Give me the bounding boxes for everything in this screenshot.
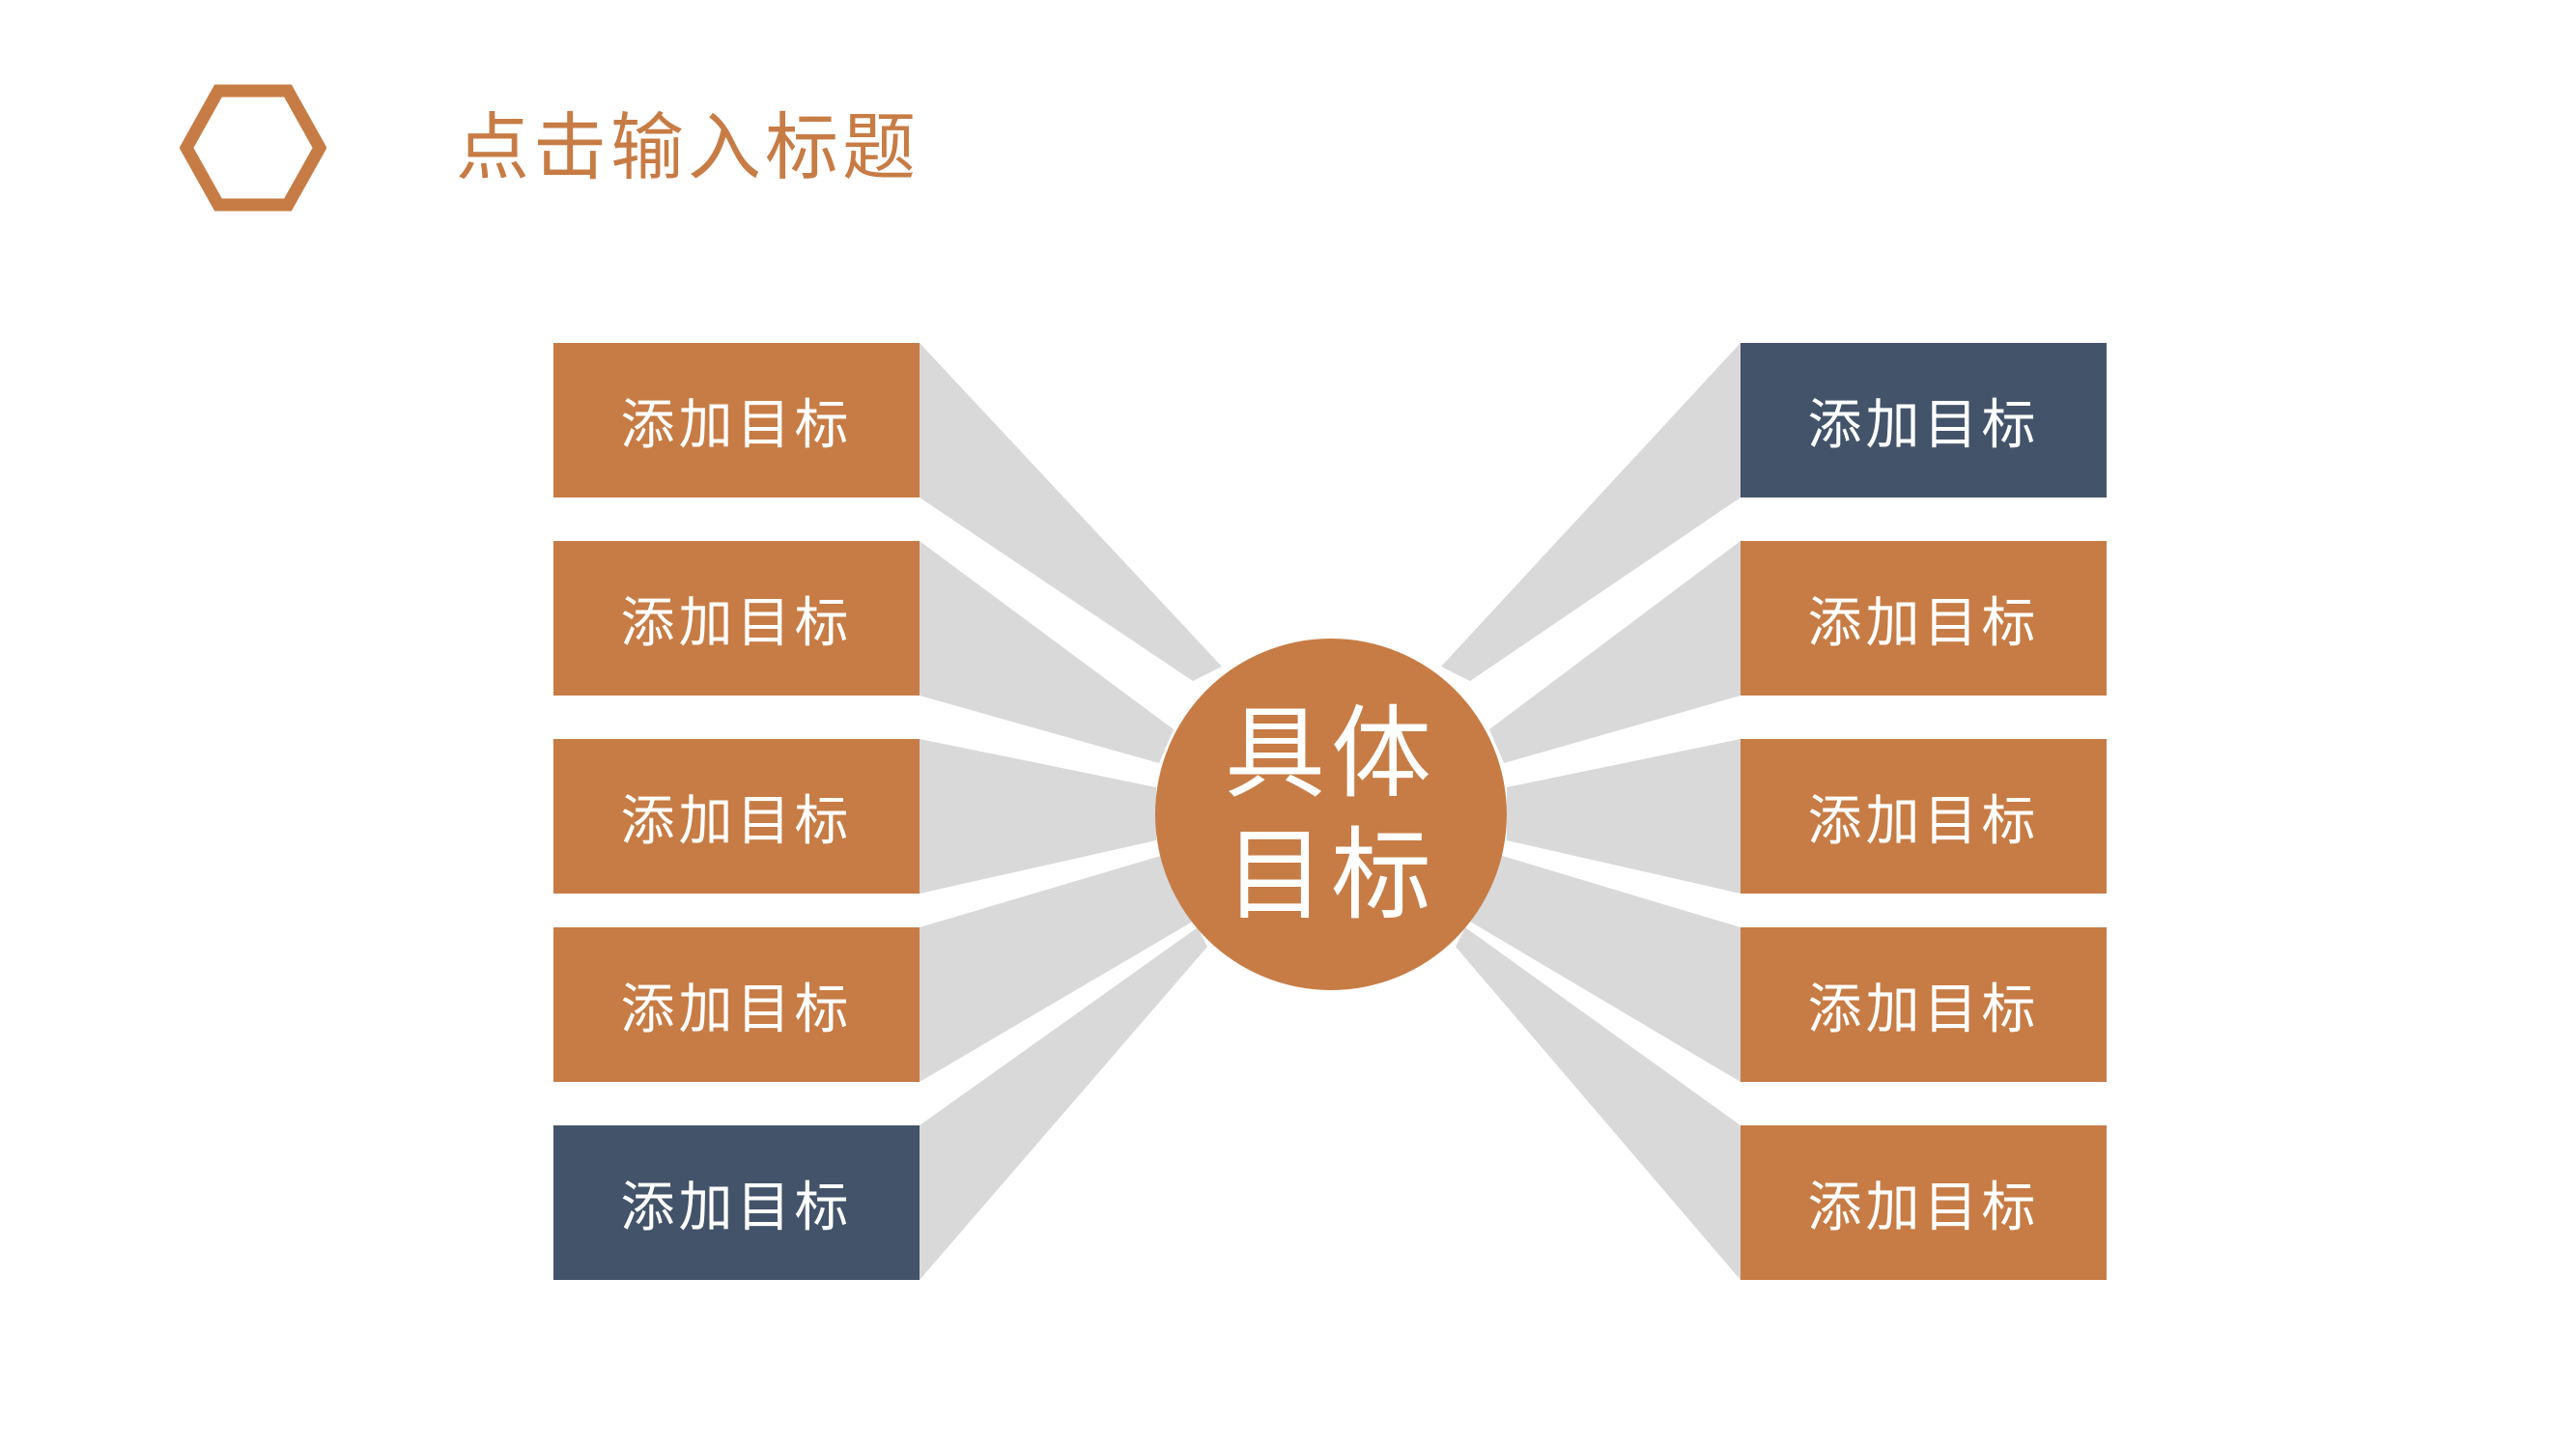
goal-box-right-3[interactable]: 添加目标	[1741, 739, 2107, 894]
goal-label: 添加目标	[620, 591, 853, 655]
connector-ray-7	[1489, 541, 1741, 763]
connector-ray-10	[1456, 927, 1741, 1280]
connector-ray-5	[920, 927, 1207, 1280]
center-goal-circle[interactable]: 具体 目标	[1155, 639, 1507, 990]
center-label-line-2: 目标	[1224, 816, 1437, 934]
goal-box-left-5[interactable]: 添加目标	[553, 1125, 920, 1280]
goal-label: 添加目标	[1807, 978, 2040, 1041]
goal-box-left-2[interactable]: 添加目标	[553, 541, 920, 696]
goal-label: 添加目标	[1807, 591, 2040, 655]
center-label-line-1: 具体	[1224, 695, 1437, 812]
goal-label: 添加目标	[1807, 393, 2040, 457]
goal-box-left-3[interactable]: 添加目标	[553, 739, 920, 894]
connector-ray-3	[920, 739, 1156, 894]
goal-label: 添加目标	[1807, 1176, 2040, 1239]
goal-box-right-5[interactable]: 添加目标	[1741, 1125, 2107, 1280]
connector-ray-1	[920, 343, 1222, 681]
goal-box-right-1[interactable]: 添加目标	[1741, 343, 2107, 497]
goal-box-right-2[interactable]: 添加目标	[1741, 541, 2107, 696]
goal-label: 添加目标	[620, 393, 853, 457]
goal-label: 添加目标	[620, 978, 853, 1041]
goal-label: 添加目标	[1807, 789, 2040, 853]
connector-ray-2	[920, 541, 1174, 763]
hexagon-outline-icon	[180, 84, 326, 212]
page-title[interactable]: 点击输入标题	[456, 104, 920, 190]
goal-box-left-4[interactable]: 添加目标	[553, 927, 920, 1082]
goal-label: 添加目标	[620, 1176, 853, 1239]
connector-ray-8	[1507, 739, 1741, 894]
goal-label: 添加目标	[620, 789, 853, 853]
goal-box-left-1[interactable]: 添加目标	[553, 343, 920, 497]
connector-ray-6	[1441, 343, 1741, 681]
connector-ray-9	[1456, 855, 1741, 1082]
connector-ray-4	[920, 855, 1207, 1082]
goal-box-right-4[interactable]: 添加目标	[1741, 927, 2107, 1082]
